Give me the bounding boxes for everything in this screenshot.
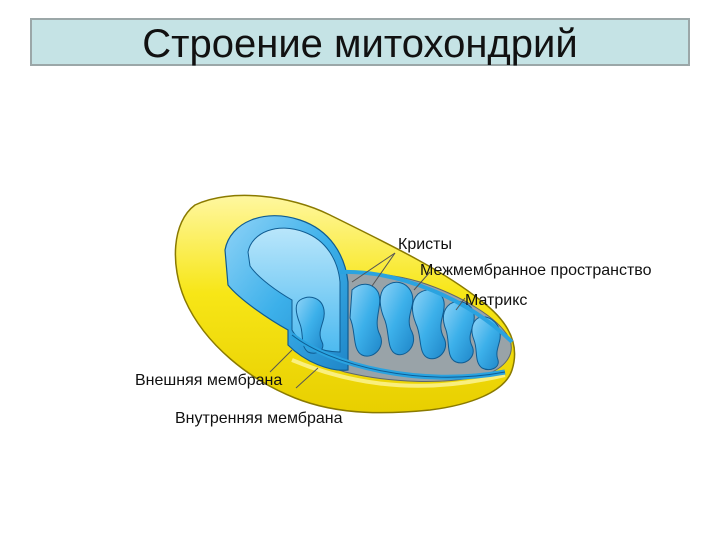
cristae [295,281,501,371]
label-cristae: Кристы [398,236,452,253]
title-bar: Строение митохондрий [30,18,690,66]
label-outer-membrane: Внешняя мембрана [135,372,283,389]
leader-lines [269,252,466,389]
inner-membrane [224,215,514,380]
label-matrix: Матрикс [465,292,528,309]
label-inner-membrane: Внутренняя мембрана [175,410,343,427]
page-title: Строение митохондрий [142,22,578,66]
label-intermembrane-space: Межмембранное пространство [420,262,652,279]
